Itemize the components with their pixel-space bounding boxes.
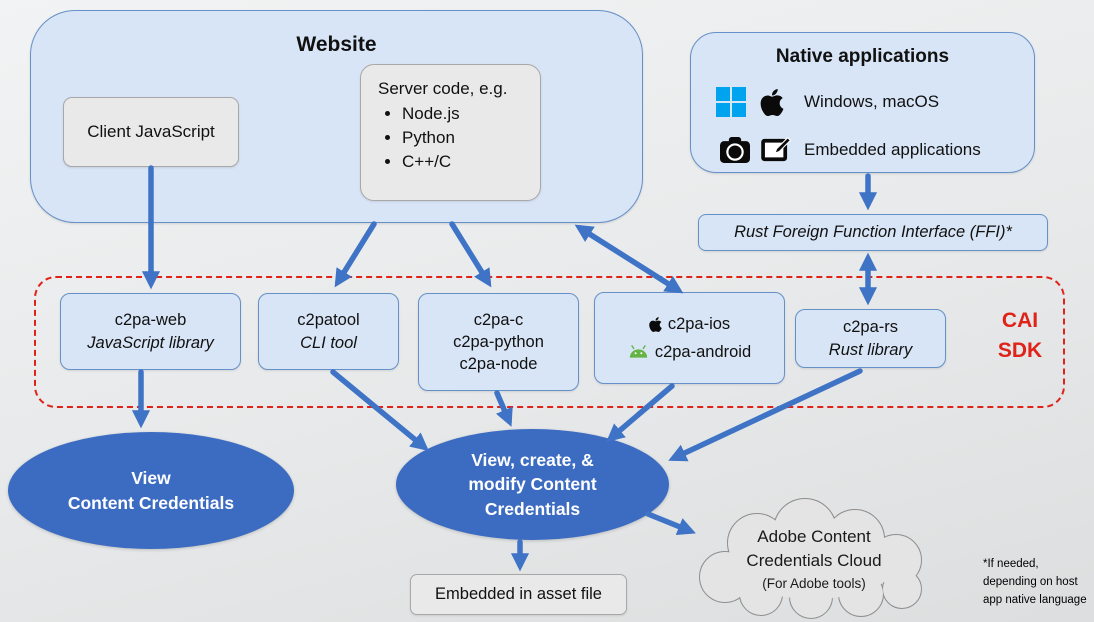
modify-line3: Credentials bbox=[484, 498, 581, 519]
windows-icon bbox=[716, 87, 746, 117]
c2pa-rs-sublabel: Rust library bbox=[828, 340, 913, 359]
sdk-c2pa-web-box: c2pa-web JavaScript library bbox=[60, 293, 241, 370]
apple-icon bbox=[760, 88, 784, 116]
ffi-box: Rust Foreign Function Interface (FFI)* bbox=[698, 214, 1048, 251]
cloud-line2: Credentials Cloud bbox=[746, 551, 882, 571]
c2pa-android-label: c2pa-android bbox=[654, 342, 752, 361]
c2pa-web-sublabel: JavaScript library bbox=[87, 333, 214, 352]
cai-sdk-label: CAI SDK bbox=[988, 306, 1052, 367]
modify-credentials-ellipse: View, create, & modify Content Credentia… bbox=[396, 429, 669, 540]
server-code-item: Node.js bbox=[402, 104, 540, 124]
c2pa-c-label: c2pa-c bbox=[473, 310, 524, 329]
c2pa-ios-label: c2pa-ios bbox=[667, 315, 731, 334]
modify-line2: modify Content bbox=[468, 474, 597, 495]
footnote-line1: *If needed, bbox=[983, 558, 1039, 570]
view-line2: Content Credentials bbox=[67, 492, 235, 513]
server-code-box: Server code, e.g. Node.js Python C++/C bbox=[360, 64, 541, 201]
server-code-item-label: Python bbox=[402, 128, 455, 147]
sdk-mobile-box: c2pa-ios c2pa-android bbox=[594, 292, 785, 384]
c2pa-node-label: c2pa-node bbox=[459, 355, 538, 374]
android-icon bbox=[629, 345, 647, 358]
server-code-item: C++/C bbox=[402, 152, 540, 172]
native-desktop-label: Windows, macOS bbox=[804, 92, 940, 111]
c2pa-rs-label: c2pa-rs bbox=[842, 318, 899, 337]
native-embedded-label: Embedded applications bbox=[804, 140, 981, 159]
c2pa-web-label: c2pa-web bbox=[114, 311, 187, 330]
cloud-line3: (For Adobe tools) bbox=[762, 575, 866, 591]
server-code-title: Server code, e.g. bbox=[378, 79, 508, 98]
c2pa-python-label: c2pa-python bbox=[453, 332, 544, 351]
cai-label-line1: CAI bbox=[1001, 309, 1039, 332]
view-credentials-ellipse: View Content Credentials bbox=[8, 432, 294, 549]
cai-sdk-frame bbox=[34, 276, 1065, 408]
sdk-c2patool-box: c2patool CLI tool bbox=[258, 293, 399, 370]
adobe-cloud: Adobe Content Credentials Cloud (For Ado… bbox=[683, 497, 945, 619]
modify-line1: View, create, & bbox=[471, 450, 594, 471]
sdk-c2pa-rs-box: c2pa-rs Rust library bbox=[795, 309, 946, 368]
c2pa-android-row: c2pa-android bbox=[628, 341, 751, 363]
arrow-website-to-c2pac bbox=[449, 221, 492, 288]
client-javascript-box: Client JavaScript bbox=[63, 97, 239, 167]
website-title: Website bbox=[296, 33, 377, 56]
footnote-line3: app native language bbox=[983, 593, 1087, 606]
camera-icon bbox=[720, 137, 750, 163]
sdk-c2pa-c-box: c2pa-c c2pa-python c2pa-node bbox=[418, 293, 579, 391]
footnote-line2: depending on host bbox=[983, 575, 1078, 588]
native-desktop-row: Windows, macOS bbox=[716, 84, 939, 120]
embedded-asset-box: Embedded in asset file bbox=[410, 574, 627, 615]
footnote: *If needed, depending on host app native… bbox=[983, 556, 1094, 609]
server-code-list: Node.js Python C++/C bbox=[378, 104, 540, 172]
server-code-item: Python bbox=[402, 128, 540, 148]
cloud-line1: Adobe Content bbox=[757, 526, 871, 546]
arrow-website-to-c2patool bbox=[334, 221, 377, 288]
cloud-shape-icon bbox=[699, 498, 922, 619]
c2pa-ios-row: c2pa-ios bbox=[649, 313, 730, 335]
ffi-label: Rust Foreign Function Interface (FFI)* bbox=[734, 223, 1012, 242]
view-line1: View bbox=[131, 468, 171, 489]
cai-label-line2: SDK bbox=[997, 339, 1043, 363]
native-apps-title: Native applications bbox=[775, 46, 950, 67]
apple-icon-small bbox=[649, 316, 662, 332]
native-embedded-row: Embedded applications bbox=[718, 134, 981, 166]
cloud-text: Adobe Content Credentials Cloud (For Ado… bbox=[683, 497, 945, 619]
c2patool-sublabel: CLI tool bbox=[300, 333, 357, 352]
server-code-item-label: C++/C bbox=[402, 152, 452, 171]
server-code-item-label: Node.js bbox=[402, 104, 460, 123]
client-javascript-label: Client JavaScript bbox=[87, 122, 215, 141]
tablet-pen-icon bbox=[761, 136, 792, 162]
c2patool-label: c2patool bbox=[297, 311, 360, 330]
embedded-asset-label: Embedded in asset file bbox=[435, 585, 602, 603]
